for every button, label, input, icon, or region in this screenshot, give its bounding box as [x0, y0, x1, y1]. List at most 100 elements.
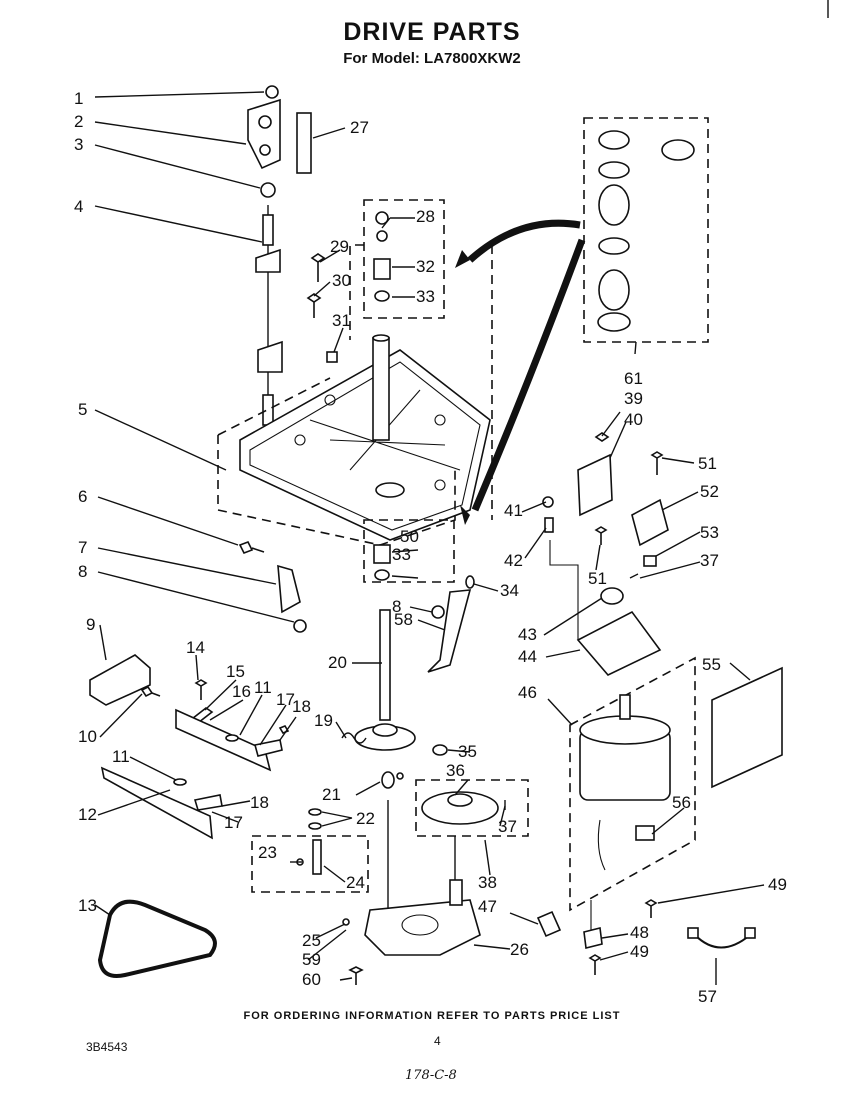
callout-18: 18 [292, 697, 311, 716]
callout-59: 59 [302, 950, 321, 969]
part-8b-nut [431, 605, 445, 619]
callout-37: 37 [498, 817, 517, 836]
ordering-note: FOR ORDERING INFORMATION REFER TO PARTS … [243, 1010, 621, 1022]
part-22-washer [308, 808, 322, 816]
callout-36: 36 [446, 761, 465, 780]
callout-44: 44 [518, 647, 537, 666]
callout-52: 52 [700, 482, 719, 501]
callout-42: 42 [504, 551, 523, 570]
part-2-bracket [247, 98, 281, 170]
part-60-screw [348, 966, 364, 985]
callout-15: 15 [226, 662, 245, 681]
part-17-clip [254, 739, 283, 757]
callout-49b: 49 [630, 942, 649, 961]
callout-16: 16 [232, 682, 251, 701]
callout-60: 60 [302, 970, 321, 989]
part-49-screw [644, 899, 658, 918]
part-7-bracket [277, 564, 301, 614]
part-44-plate [576, 610, 662, 676]
callout-17b: 17 [224, 813, 243, 832]
callout-26: 26 [510, 940, 529, 959]
part-3-bushing [260, 182, 276, 198]
callout-28: 28 [416, 207, 435, 226]
callout-6: 6 [78, 487, 87, 506]
page-title: DRIVE PARTS [343, 18, 521, 46]
callout-3: 3 [74, 135, 83, 154]
callout-61: 61 [624, 369, 643, 388]
callout-2: 2 [74, 112, 83, 131]
part-55-panel [711, 666, 783, 789]
handwritten-note: 178-C-8 [405, 1068, 457, 1083]
callout-53: 53 [700, 523, 719, 542]
callout-55: 55 [702, 655, 721, 674]
callout-8b: 8 [392, 597, 401, 616]
callout-57: 57 [698, 987, 717, 1006]
callout-5: 5 [78, 400, 87, 419]
callout-4: 4 [74, 197, 83, 216]
callout-29: 29 [330, 237, 349, 256]
part-26-transmission [364, 899, 481, 956]
part-53-nut [643, 555, 657, 567]
part-56-switch [635, 825, 655, 841]
callout-24: 24 [346, 873, 365, 892]
part-41-nut [542, 496, 554, 508]
callout-8: 8 [78, 562, 87, 581]
callout-9: 9 [86, 615, 95, 634]
callout-33: 33 [416, 287, 435, 306]
part-47-bumper [536, 910, 562, 938]
callout-11: 11 [254, 678, 272, 697]
callout-22: 22 [356, 809, 375, 828]
callout-40: 40 [624, 410, 643, 429]
callout-51b: 51 [588, 569, 607, 588]
callout-46: 46 [518, 683, 537, 702]
callout-49: 49 [768, 875, 787, 894]
callout-12: 12 [78, 805, 97, 824]
callout-35: 35 [458, 742, 477, 761]
callout-18b: 18 [250, 793, 269, 812]
callout-20: 20 [328, 653, 347, 672]
part-38-pulley [421, 791, 499, 825]
callout-31: 31 [332, 311, 351, 330]
part-14-screw [194, 679, 208, 700]
callout-1: 1 [74, 89, 83, 108]
callout-34: 34 [500, 581, 519, 600]
callout-41: 41 [504, 501, 523, 520]
group-23-24-outline [251, 835, 369, 893]
part-34-clip [465, 575, 475, 589]
callout-10: 10 [78, 727, 97, 746]
part-9-block [89, 654, 151, 706]
part-58-hose [427, 589, 472, 673]
callout-38: 38 [478, 873, 497, 892]
part-5-shaft [372, 337, 390, 441]
leader-lines [94, 91, 765, 985]
part-16-lever [175, 708, 272, 772]
callout-56: 56 [672, 793, 691, 812]
callout-33b: 33 [392, 545, 411, 564]
callout-11b: 11 [112, 747, 130, 766]
part-61-kit-outline [583, 117, 709, 343]
part-20-shaft [379, 609, 391, 721]
part-10-screw [140, 685, 161, 698]
callout-58: 58 [394, 610, 413, 629]
callout-23: 23 [258, 843, 277, 862]
callout-27: 27 [350, 118, 369, 137]
part-57-clip [694, 934, 751, 949]
callout-39: 39 [624, 389, 643, 408]
callout-51: 51 [698, 454, 717, 473]
part-19-spring [341, 732, 367, 744]
part-21-bearing [381, 771, 395, 789]
callout-14: 14 [186, 638, 205, 657]
page-number: 4 [434, 1034, 441, 1048]
arrow-to-28-group [467, 219, 581, 263]
group-36-37-outline [415, 779, 529, 837]
part-35-nut [432, 744, 448, 756]
callout-19: 19 [314, 711, 333, 730]
part-31-nut [326, 351, 338, 363]
part-43-pulley [600, 587, 624, 605]
callout-21: 21 [322, 785, 341, 804]
part-51-screw [650, 451, 664, 475]
part-52-bracket [631, 498, 669, 547]
part-1-nut [265, 85, 279, 99]
part-39-nut [594, 432, 610, 442]
